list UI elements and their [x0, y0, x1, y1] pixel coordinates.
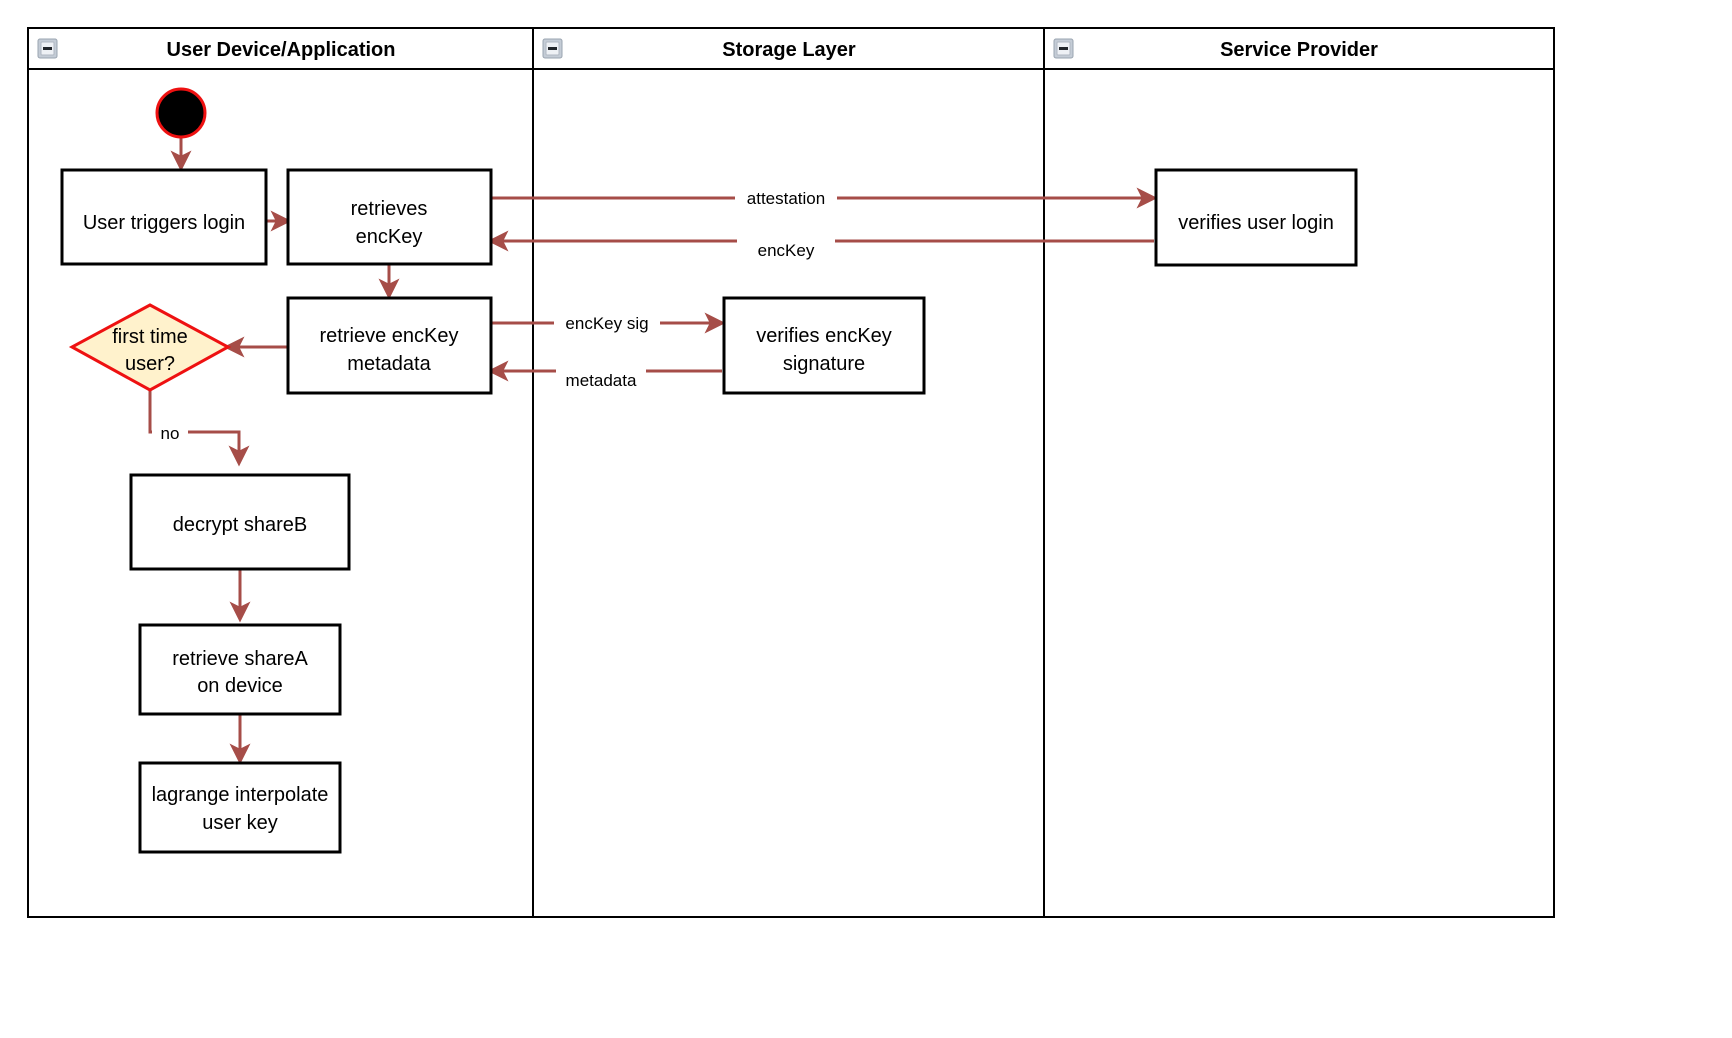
node-verifies-user-login-box	[1154, 168, 1358, 267]
start-node-circle	[155, 87, 207, 139]
node-retrieves-enckey-label-2: encKey	[356, 226, 423, 248]
edge-decision-no: no	[148, 390, 250, 467]
node-verifies-enckey-signature[interactable]: verifies encKey signature	[722, 296, 926, 395]
node-retrieve-sharea-on-device-label-1: retrieve shareA	[172, 648, 308, 670]
collapse-icon-minus	[43, 47, 52, 50]
node-verifies-enckey-signature-label-2: signature	[783, 353, 865, 375]
lane-service-provider-body	[1043, 27, 1555, 918]
node-retrieve-sharea-on-device-box	[138, 623, 342, 716]
node-retrieve-enckey-metadata-label-2: metadata	[347, 353, 431, 375]
edge-attestation-label: attestation	[747, 189, 825, 208]
edge-decision-no-label-bg	[152, 420, 188, 444]
edge-metadata-label-bg	[556, 362, 646, 388]
collapse-minus-icon[interactable]	[542, 38, 563, 59]
collapse-minus-icon[interactable]	[1053, 38, 1074, 59]
edge-enckey-label: encKey	[758, 241, 815, 260]
lane-storage-title: Storage Layer	[722, 39, 856, 61]
collapse-icon-minus	[1059, 47, 1068, 50]
edge-attestation-label-bg	[735, 187, 837, 209]
edge-enckey-label-bg	[737, 232, 835, 258]
lane-service-provider-title: Service Provider	[1220, 39, 1378, 61]
node-verifies-user-login[interactable]: verifies user login	[1154, 168, 1358, 267]
edge-decision-no-label: no	[161, 424, 180, 443]
lane-service-provider[interactable]: Service Provider	[1043, 27, 1555, 918]
node-retrieves-enckey[interactable]: retrieves encKey	[286, 168, 493, 266]
node-retrieve-sharea-on-device[interactable]: retrieve shareA on device	[138, 623, 342, 716]
node-decrypt-shareb-box	[129, 473, 351, 571]
node-decrypt-shareb-label: decrypt shareB	[173, 514, 308, 536]
node-retrieve-enckey-metadata-box	[286, 296, 493, 395]
edge-metadata-label: metadata	[566, 371, 637, 390]
node-retrieve-enckey-metadata-label-1: retrieve encKey	[320, 325, 459, 347]
lane-user-device-title: User Device/Application	[167, 39, 396, 61]
edge-enckey-sig-label-bg	[554, 312, 660, 334]
edge-metadata: metadata	[487, 360, 722, 390]
node-retrieves-enckey-label-1: retrieves	[351, 198, 428, 220]
node-retrieves-enckey-box	[286, 168, 493, 266]
node-lagrange-interpolate-user-key-box	[138, 761, 342, 854]
lane-storage-body	[532, 27, 1045, 918]
node-first-time-user-diamond	[68, 303, 232, 392]
lane-storage[interactable]: Storage Layer	[532, 27, 1045, 918]
lane-service-provider-header	[1043, 27, 1555, 70]
collapse-icon-minus	[548, 47, 557, 50]
node-retrieve-enckey-metadata[interactable]: retrieve encKey metadata	[286, 296, 493, 395]
node-verifies-enckey-signature-label-1: verifies encKey	[756, 325, 892, 347]
node-retrieve-sharea-on-device-label-2: on device	[197, 675, 283, 697]
node-verifies-enckey-signature-box	[722, 296, 926, 395]
edge-attestation: attestation	[491, 187, 1158, 209]
start-node[interactable]	[155, 87, 207, 139]
node-lagrange-interpolate-user-key-label-2: user key	[202, 812, 278, 834]
node-first-time-user-label-2: user?	[125, 353, 175, 375]
node-lagrange-interpolate-user-key-label-1: lagrange interpolate	[152, 784, 329, 806]
edge-enckey-sig: encKey sig	[491, 312, 726, 334]
collapse-minus-icon[interactable]	[37, 38, 58, 59]
node-user-triggers-login-box	[60, 168, 268, 266]
node-first-time-user[interactable]: first time user?	[68, 303, 232, 392]
node-user-triggers-login[interactable]: User triggers login	[60, 168, 268, 266]
node-decrypt-shareb[interactable]: decrypt shareB	[129, 473, 351, 571]
lane-user-device-header	[27, 27, 534, 70]
edge-enckey-sig-label: encKey sig	[565, 314, 648, 333]
edge-enckey: encKey	[487, 230, 1154, 260]
node-user-triggers-login-label: User triggers login	[83, 212, 245, 234]
node-verifies-user-login-label: verifies user login	[1178, 212, 1334, 234]
node-first-time-user-label-1: first time	[112, 326, 188, 348]
node-lagrange-interpolate-user-key[interactable]: lagrange interpolate user key	[138, 761, 342, 854]
